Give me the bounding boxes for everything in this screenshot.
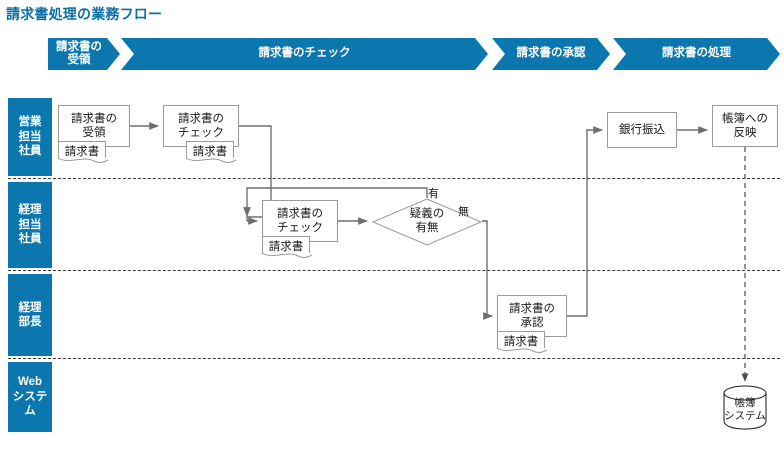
doc-tag-invoice-approve: 請求書 [496,331,548,354]
lane-label-sales: 営業 担当 社員 [8,98,52,176]
doc-tag-label: 請求書 [503,336,539,348]
node-ledger-reflect[interactable]: 帳簿への 反映 [712,105,778,147]
edge-label-yes: 有 [428,188,439,200]
decision-doubt[interactable]: 疑義の 有無 [371,198,483,246]
doc-tag-label: 請求書 [192,146,228,158]
lane-separator-1 [8,178,780,179]
doc-tag-invoice-receive: 請求書 [57,141,109,164]
node-bank-transfer[interactable]: 銀行振込 [607,112,677,148]
node-invoice-approve[interactable]: 請求書の 承認 [497,295,567,337]
doc-wave-icon [185,157,237,164]
doc-wave-icon [496,347,548,354]
edge-approve-to-transfer [567,126,603,317]
lane-label-system: Web システム [8,362,52,432]
node-invoice-check-accounting[interactable]: 請求書の チェック [262,200,338,242]
doc-tag-invoice-check-accounting: 請求書 [261,236,313,259]
phase-banner-approve: 請求書の承認 [492,38,610,70]
phase-banner-receive: 請求書の 受領 [48,38,120,70]
doc-wave-icon [261,252,313,259]
decision-label: 疑義の 有無 [409,208,445,234]
doc-tag-invoice-check-sales: 請求書 [185,141,237,164]
lane-label-accounting: 経理 担当 社員 [8,182,52,268]
edge-decision-no-to-approve [482,220,493,320]
database-label: 帳簿 システム [724,397,766,422]
lane-separator-2 [8,270,780,271]
lane-label-manager: 経理 部長 [8,274,52,356]
lane-separator-3 [8,358,780,359]
database-cylinder-icon [723,385,767,430]
doc-wave-icon [57,157,109,164]
phase-banner-check: 請求書のチェック [121,38,488,70]
database-ledger-system[interactable]: 帳簿 システム [723,384,767,430]
diamond-shape-icon [371,198,483,246]
doc-tag-label: 請求書 [64,146,100,158]
phase-banner-process: 請求書の処理 [613,38,780,70]
doc-tag-label: 請求書 [268,241,304,253]
page-title: 請求書処理の業務フロー [6,6,163,22]
edge-label-no: 無 [458,206,469,218]
